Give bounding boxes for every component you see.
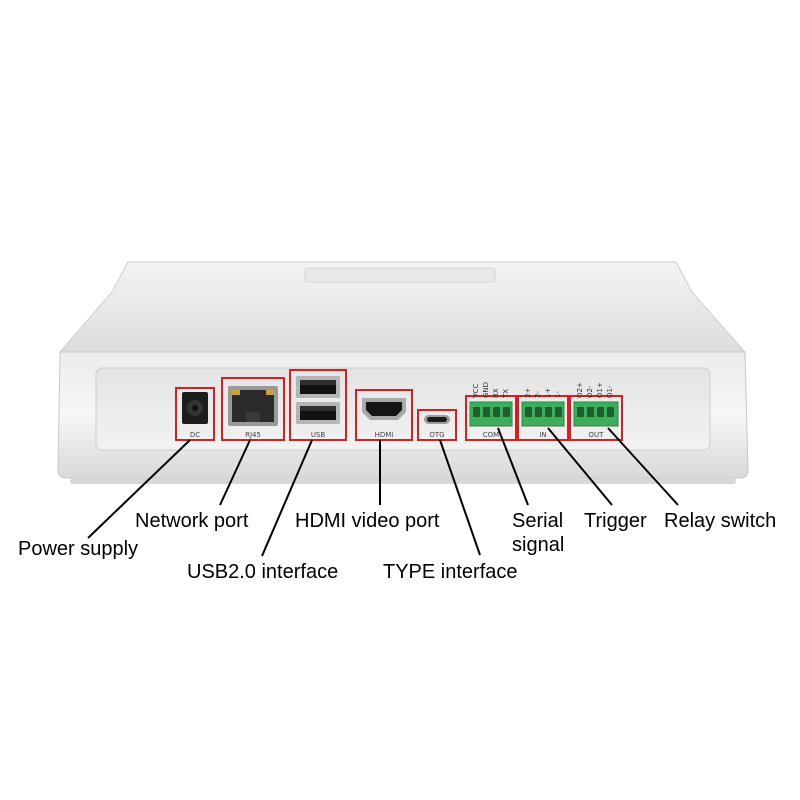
leader-trigger bbox=[547, 427, 613, 506]
dc-highlight-box bbox=[175, 387, 215, 441]
hdmi-port: HDMI bbox=[355, 389, 413, 441]
in-pin-2minus: 2- bbox=[534, 391, 542, 398]
rj45-label: RJ45 bbox=[245, 431, 261, 439]
com-pin-vcc: VCC bbox=[472, 383, 480, 398]
leader-type bbox=[439, 439, 481, 556]
leader-power bbox=[87, 439, 191, 539]
otg-highlight-box bbox=[417, 409, 457, 441]
in-pin-1minus: 1- bbox=[554, 391, 562, 398]
callout-relay-switch: Relay switch bbox=[664, 510, 776, 532]
callout-power-supply: Power supply bbox=[18, 538, 138, 560]
callout-usb-interface: USB2.0 interface bbox=[187, 561, 338, 583]
usb-label: USB bbox=[311, 431, 326, 439]
leader-usb bbox=[261, 439, 313, 557]
hdmi-label: HDMI bbox=[375, 431, 394, 439]
callout-trigger: Trigger bbox=[584, 510, 647, 532]
rj45-highlight-box bbox=[221, 377, 285, 441]
in-pin-1plus: 1+ bbox=[544, 388, 552, 398]
usb-ports: USB bbox=[289, 369, 347, 441]
out-pin-o2minus: O2- bbox=[586, 385, 594, 398]
com-pin-gnd: GND bbox=[482, 382, 490, 398]
in-terminal-block: 2+ 2- 1+ 1- IN bbox=[517, 388, 569, 441]
com-terminal-block: VCC GND RX TX COM bbox=[465, 382, 517, 441]
out-terminal-block: O2+ O2- O1+ O1- OUT bbox=[569, 382, 623, 441]
leader-serial bbox=[497, 427, 529, 506]
device-case bbox=[57, 261, 749, 484]
in-highlight-box bbox=[517, 395, 569, 441]
out-highlight-box bbox=[569, 395, 623, 441]
in-label: IN bbox=[539, 431, 546, 439]
callout-hdmi-port: HDMI video port bbox=[295, 510, 440, 532]
callout-network-port: Network port bbox=[135, 510, 249, 532]
leader-lines bbox=[87, 427, 679, 557]
out-pin-o2plus: O2+ bbox=[576, 382, 584, 398]
callout-serial-line1: Serial bbox=[512, 510, 563, 532]
dc-label: DC bbox=[190, 431, 200, 439]
out-label: OUT bbox=[589, 431, 605, 439]
com-highlight-box bbox=[465, 395, 517, 441]
out-pin-o1minus: O1- bbox=[606, 385, 614, 398]
com-pin-tx: TX bbox=[502, 389, 510, 399]
com-label: COM bbox=[483, 431, 499, 439]
in-pin-2plus: 2+ bbox=[524, 388, 532, 398]
com-pin-rx: RX bbox=[492, 388, 500, 398]
hdmi-highlight-box bbox=[355, 389, 413, 441]
callout-labels: Power supply Network port USB2.0 interfa… bbox=[18, 510, 776, 583]
out-pin-o1plus: O1+ bbox=[596, 382, 604, 398]
usb-highlight-box bbox=[289, 369, 347, 441]
dc-power-jack: DC bbox=[175, 387, 215, 441]
leader-network bbox=[219, 439, 251, 506]
leader-relay bbox=[607, 427, 679, 506]
otg-label: OTG bbox=[429, 431, 444, 439]
callout-serial-line2: signal bbox=[512, 534, 564, 556]
callout-type-interface: TYPE interface bbox=[383, 561, 518, 583]
rj45-port: RJ45 bbox=[221, 377, 285, 441]
otg-port: OTG bbox=[417, 409, 457, 441]
